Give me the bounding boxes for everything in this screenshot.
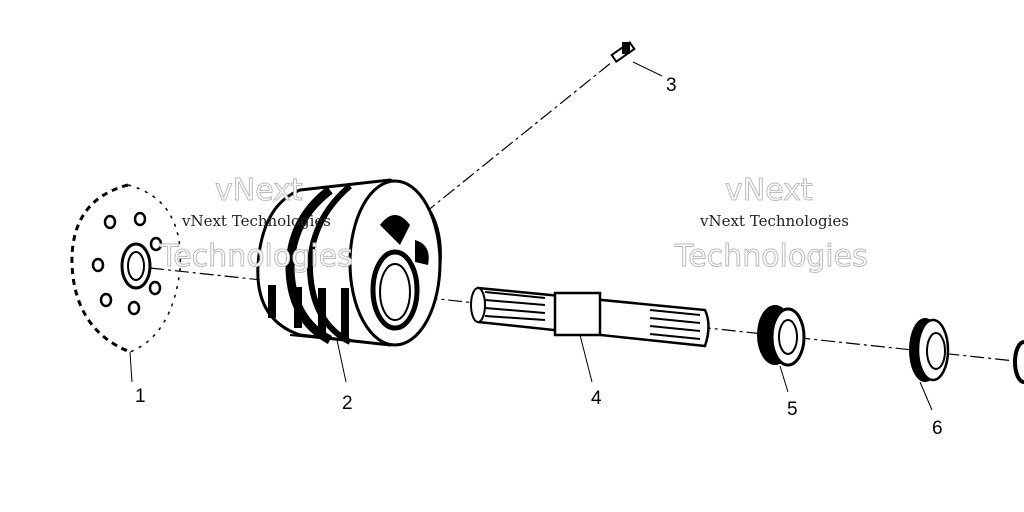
callout-5: 5 [787,399,798,420]
part-6-seal[interactable] [909,318,950,411]
center-axis-line [149,267,1024,363]
callout-4: 4 [591,388,602,409]
watermark-right: vNext vNext Technologies Technologies [674,173,869,275]
callout-6: 6 [932,418,943,439]
part-3-bolt[interactable] [610,41,663,77]
part-5-bearing[interactable] [757,305,806,393]
bolt-axis-line [384,61,613,246]
watermark-right-line-3: Technologies [674,239,868,274]
watermark-right-line-1: vNext [725,173,813,208]
callout-3: 3 [666,75,677,96]
part-4-shaft[interactable] [470,286,710,383]
watermark-left-line-2: vNext Technologies [181,212,331,230]
callout-1: 1 [135,386,146,407]
part-2-drum[interactable] [256,178,442,383]
watermark-left-line-3: Technologies [159,239,353,274]
watermark-left-line-1: vNext [215,173,303,208]
partial-ring [1013,340,1024,384]
part-1-sprocket[interactable] [70,183,182,383]
watermark-right-line-2: vNext Technologies [699,212,849,230]
watermark-left: vNext vNext Technologies Technologies [159,173,354,275]
callout-2: 2 [342,393,353,414]
